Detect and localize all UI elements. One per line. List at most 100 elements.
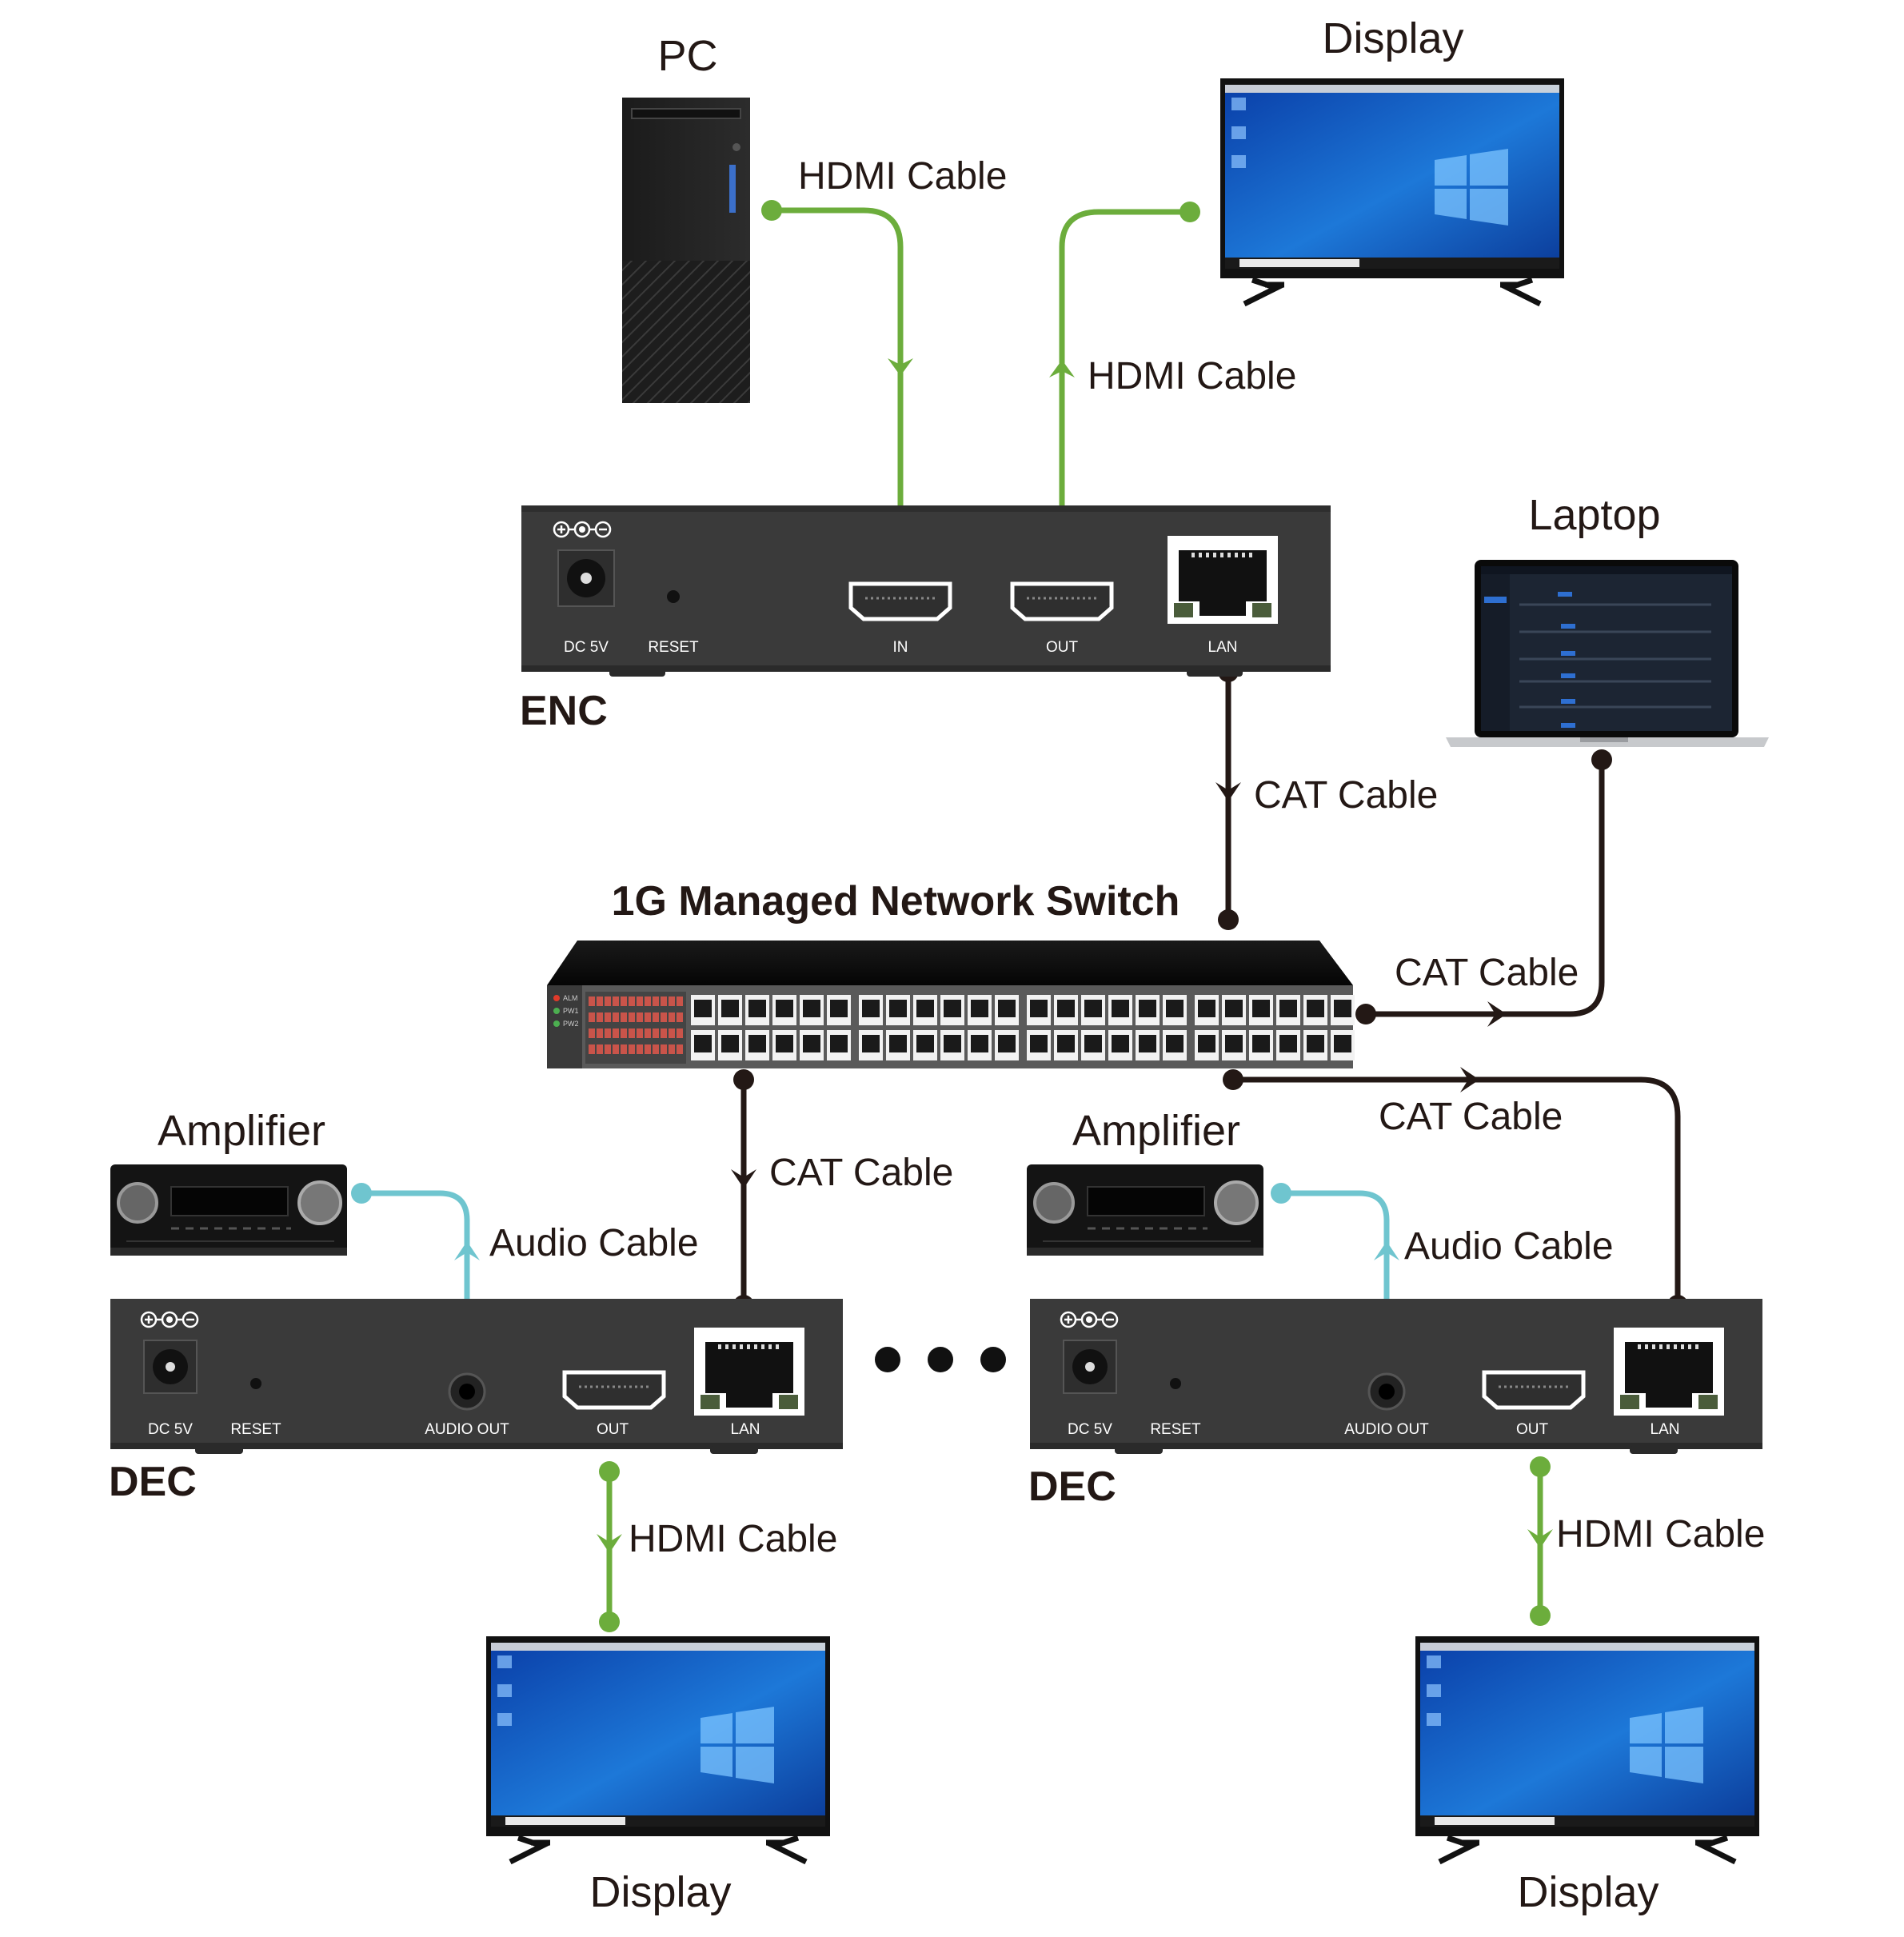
cable-endpoint — [1591, 749, 1612, 770]
arrow-up-icon — [1374, 1241, 1399, 1260]
cable-endpoint — [1355, 1004, 1376, 1024]
switch-port-socket — [916, 1000, 934, 1017]
cable-label-dec-left-to-display: HDMI Cable — [629, 1518, 837, 1560]
port-label-reset: RESET — [1150, 1421, 1201, 1438]
display-top — [1220, 78, 1564, 304]
console-port — [669, 1012, 675, 1022]
console-port — [621, 1028, 627, 1038]
switch-port-socket — [830, 1000, 848, 1017]
decoder-right: DC 5V RESET AUDIO OUT OUT LAN — [1030, 1299, 1762, 1454]
switch-port-socket — [776, 1035, 793, 1052]
console-port — [613, 1044, 619, 1054]
console-port — [645, 1012, 651, 1022]
switch-port-socket — [1279, 1035, 1297, 1052]
console-port — [677, 1012, 683, 1022]
switch-port-socket — [971, 1000, 988, 1017]
switch-port-socket — [862, 1000, 880, 1017]
cable-endpoint — [1180, 202, 1200, 222]
pc-label: PC — [657, 32, 717, 80]
decoder-left: DC 5V RESET AUDIO OUT OUT LAN — [110, 1299, 843, 1454]
switch-port-socket — [862, 1035, 880, 1052]
switch-port-socket — [721, 1000, 739, 1017]
laptop-label: Laptop — [1528, 491, 1660, 539]
switch-rj45-ports — [691, 995, 1355, 1060]
more-decoders-ellipsis — [875, 1347, 1006, 1372]
audio-cable-left — [361, 1190, 470, 1355]
console-port — [629, 996, 635, 1006]
display-bottom-left-label: Display — [589, 1868, 731, 1916]
port-label-reset: RESET — [230, 1421, 281, 1438]
arrow-right-icon — [1460, 1067, 1479, 1092]
switch-label: 1G Managed Network Switch — [612, 878, 1180, 925]
switch-port-socket — [1198, 1035, 1215, 1052]
console-port — [605, 1044, 611, 1054]
cable-endpoint — [599, 1612, 620, 1632]
dec-right-label: DEC — [1028, 1464, 1116, 1510]
port-label-lan: LAN — [1208, 639, 1238, 656]
switch-port-socket — [998, 1035, 1016, 1052]
console-port — [613, 996, 619, 1006]
switch-port-socket — [889, 1000, 907, 1017]
console-port — [637, 1028, 643, 1038]
cable-label-audio-left: Audio Cable — [489, 1222, 699, 1264]
cable-endpoint — [1218, 909, 1239, 930]
port-label-reset: RESET — [648, 639, 699, 656]
switch-port-socket — [830, 1035, 848, 1052]
console-port — [637, 1044, 643, 1054]
arrow-down-icon — [1215, 782, 1241, 801]
console-port — [677, 996, 683, 1006]
enc-label: ENC — [520, 688, 608, 734]
console-port — [629, 1012, 635, 1022]
switch-port-socket — [1057, 1000, 1075, 1017]
rj45-port-icon — [1168, 536, 1278, 624]
dec-left-label: DEC — [109, 1459, 197, 1505]
switch-port-socket — [1166, 1000, 1184, 1017]
console-port — [597, 1044, 603, 1054]
console-port — [653, 1012, 659, 1022]
switch-port-socket — [748, 1035, 766, 1052]
console-port — [669, 1044, 675, 1054]
amplifier-right — [1025, 1163, 1265, 1257]
switch-port-socket — [1166, 1035, 1184, 1052]
display-bottom-left — [486, 1636, 830, 1862]
switch-port-socket — [1307, 1000, 1324, 1017]
audio-cable-right — [1281, 1190, 1390, 1355]
port-label-out: OUT — [1046, 639, 1079, 656]
console-port — [621, 996, 627, 1006]
console-port — [589, 996, 595, 1006]
hdmi-port-icon — [1012, 584, 1112, 619]
switch-port-socket — [1198, 1000, 1215, 1017]
console-port — [605, 1012, 611, 1022]
port-label-lan: LAN — [1651, 1421, 1680, 1438]
switch-port-socket — [998, 1000, 1016, 1017]
switch-port-socket — [944, 1000, 961, 1017]
switch-port-socket — [1084, 1000, 1102, 1017]
amplifier-left — [109, 1163, 349, 1257]
switch-port-socket — [1252, 1000, 1270, 1017]
switch-port-socket — [1084, 1035, 1102, 1052]
port-label-in: IN — [893, 639, 908, 656]
switch-port-socket — [1139, 1035, 1156, 1052]
port-label-out: OUT — [1516, 1421, 1549, 1438]
pc-tower — [622, 98, 750, 403]
cable-endpoint — [761, 200, 782, 221]
console-port — [621, 1012, 627, 1022]
hdmi-port-icon — [1484, 1372, 1583, 1408]
switch-port-socket — [1030, 1035, 1048, 1052]
cable-label-audio-right: Audio Cable — [1404, 1225, 1614, 1268]
switch-port-socket — [694, 1000, 712, 1017]
switch-port-socket — [1279, 1000, 1297, 1017]
cable-endpoint — [351, 1183, 372, 1204]
console-port — [621, 1044, 627, 1054]
cable-label-enc-to-switch: CAT Cable — [1254, 774, 1438, 817]
switch-port-socket — [1334, 1000, 1351, 1017]
display-bottom-right-label: Display — [1517, 1868, 1659, 1916]
switch-port-socket — [1307, 1035, 1324, 1052]
arrow-down-icon — [888, 358, 913, 376]
console-port — [637, 996, 643, 1006]
switch-port-socket — [1252, 1035, 1270, 1052]
switch-port-socket — [1112, 1000, 1129, 1017]
console-port — [677, 1044, 683, 1054]
